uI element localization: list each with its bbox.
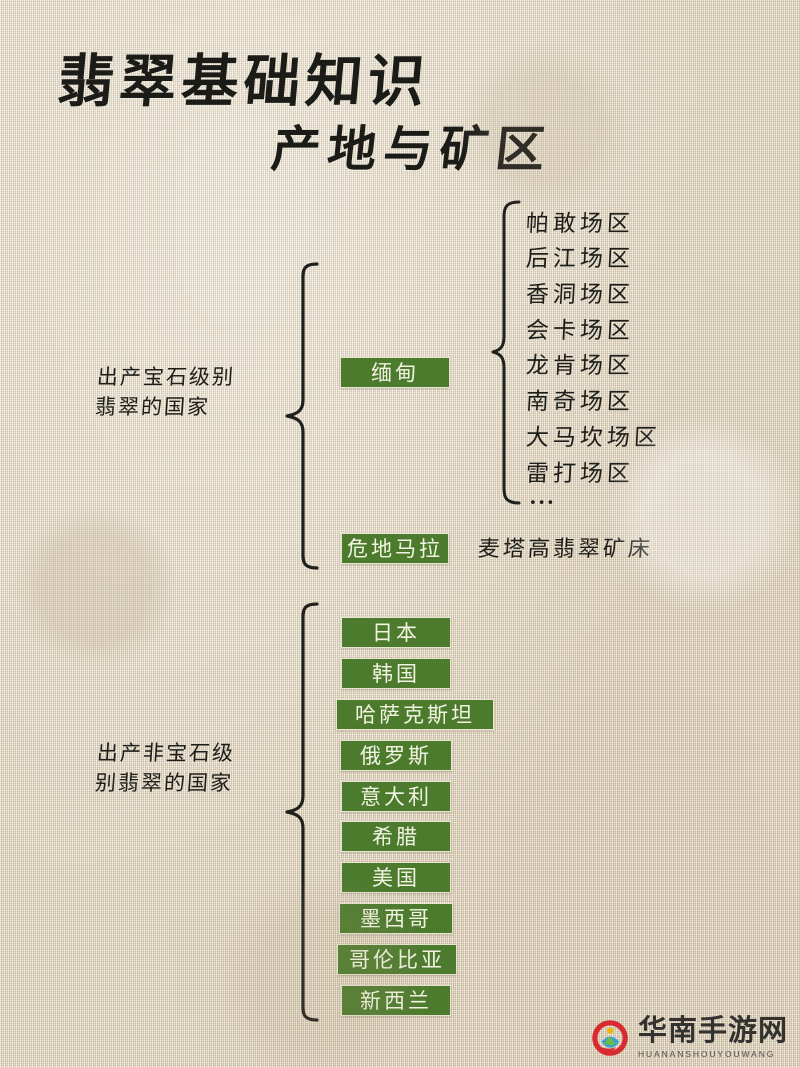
country-chip-russia[interactable]: 俄罗斯 [340,740,452,771]
deposit-note-motagua: 麦塔高翡翠矿床 [477,536,654,561]
page-subtitle: 产地与矿区 [268,122,555,177]
country-chip-colombia[interactable]: 哥伦比亚 [337,944,457,975]
mine-area-item: 龙肯场区 [525,353,635,378]
country-chip-myanmar[interactable]: 缅甸 [340,357,450,388]
brand-logo-icon [589,1017,631,1059]
watermark-chinese: 华南手游网 [637,1015,788,1048]
country-chip-south-korea[interactable]: 韩国 [341,658,451,689]
country-chip-usa[interactable]: 美国 [341,862,451,893]
mine-area-item: 香洞场区 [525,282,635,307]
watermark: 华南手游网 HUANANSHOUYOUWANG [589,1017,788,1059]
country-chip-italy[interactable]: 意大利 [341,781,451,812]
group-label-gem-grade: 出产宝石级别 翡翠的国家 [94,365,236,419]
watermark-text: 华南手游网 HUANANSHOUYOUWANG [638,1017,788,1059]
brace-non-gem-grade [285,602,319,1022]
country-chip-japan[interactable]: 日本 [341,617,451,648]
mine-area-item: 后江场区 [525,246,635,271]
mine-area-more-indicator: ... [530,484,557,509]
country-chip-kazakhstan[interactable]: 哈萨克斯坦 [336,699,494,730]
country-chip-guatemala[interactable]: 危地马拉 [341,533,449,564]
mine-area-item: 会卡场区 [525,318,635,343]
page-title: 翡翠基础知识 [54,51,433,114]
country-chip-greece[interactable]: 希腊 [341,821,451,852]
country-chip-new-zealand[interactable]: 新西兰 [341,985,451,1016]
mine-area-item: 南奇场区 [525,389,635,414]
country-chip-mexico[interactable]: 墨西哥 [339,903,453,934]
mine-area-item: 帕敢场区 [525,211,635,236]
brace-gem-grade [285,262,319,570]
brace-myanmar-mines [491,200,521,505]
watermark-pinyin: HUANANSHOUYOUWANG [637,1049,776,1060]
mine-area-item: 雷打场区 [525,461,635,486]
mine-area-item: 大马坎场区 [525,425,662,450]
group-label-non-gem-grade: 出产非宝石级 别翡翠的国家 [94,741,236,795]
